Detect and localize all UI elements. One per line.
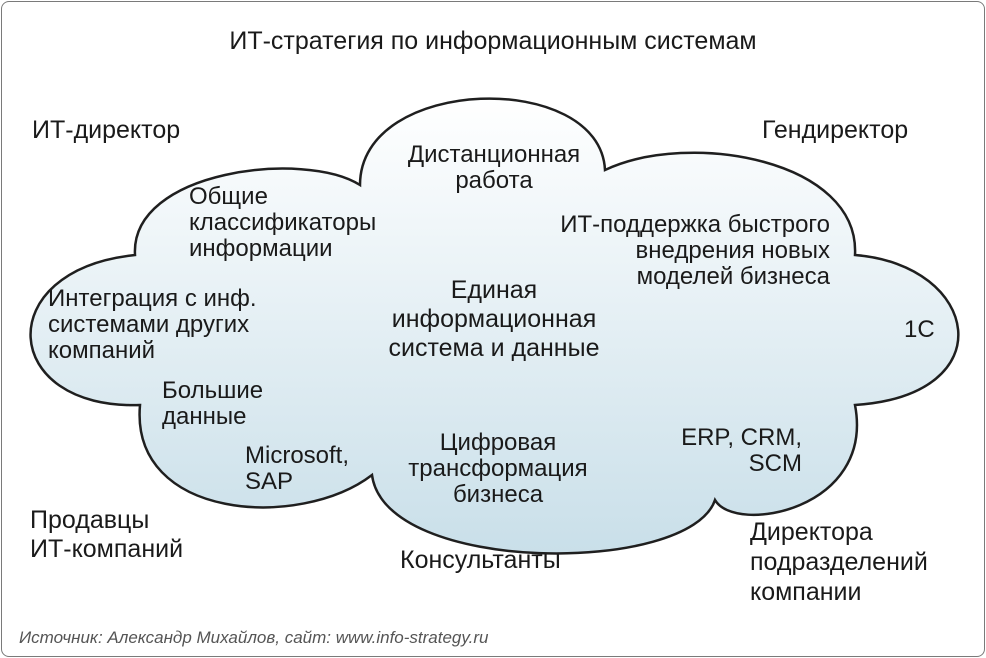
item-integration-line3: компаний: [48, 337, 156, 364]
item-classifiers: Общие классификаторы информации: [189, 184, 376, 262]
item-it-support: ИТ-поддержка быстрого внедрения новых мо…: [480, 212, 830, 290]
item-unified-system: Единая информационная система и данные: [352, 276, 636, 363]
item-it-support-line2: внедрения новых: [635, 237, 830, 264]
label-division-heads-line3: компании: [750, 578, 862, 606]
source-caption: Источник: Александр Михайлов, сайт: www.…: [19, 628, 489, 647]
item-erp-crm-scm-line1: ERP, CRM,: [681, 424, 802, 451]
item-digital-transformation-line2: трансформация: [408, 455, 588, 482]
label-vendors: Продавцы ИТ-компаний: [30, 506, 183, 564]
label-it-director: ИТ-директор: [32, 116, 181, 144]
item-integration-line1: Интеграция с инф.: [48, 285, 257, 312]
item-big-data-line1: Большие: [162, 377, 264, 404]
label-division-heads-line2: подразделений: [750, 548, 928, 576]
item-classifiers-line1: Общие: [189, 183, 268, 210]
item-big-data-line2: данные: [162, 403, 247, 430]
item-classifiers-line2: классификаторы: [189, 209, 377, 236]
item-remote-work-line2: работа: [455, 167, 533, 194]
item-digital-transformation: Цифровая трансформация бизнеса: [382, 430, 614, 508]
item-1c: 1С: [904, 316, 935, 343]
item-integration: Интеграция с инф. системами других компа…: [48, 286, 257, 364]
label-vendors-line2: ИТ-компаний: [30, 535, 184, 563]
label-vendors-line1: Продавцы: [30, 506, 150, 534]
item-big-data: Большие данные: [162, 378, 263, 430]
item-remote-work: Дистанционная работа: [384, 142, 604, 194]
item-unified-system-line2: информационная: [391, 305, 597, 333]
diagram-title: ИТ-стратегия по информационным системам: [229, 27, 757, 55]
item-it-support-line1: ИТ-поддержка быстрого: [560, 211, 830, 238]
item-erp-crm-scm-line2: SCM: [748, 450, 802, 477]
item-classifiers-line3: информации: [189, 235, 333, 262]
item-remote-work-line1: Дистанционная: [407, 141, 581, 168]
item-microsoft-sap-line1: Microsoft,: [245, 442, 350, 469]
item-erp-crm-scm: ERP, CRM, SCM: [640, 425, 802, 477]
label-division-heads-line1: Директора: [750, 518, 873, 546]
item-digital-transformation-line3: бизнеса: [452, 481, 544, 508]
item-integration-line2: системами других: [48, 311, 250, 338]
item-microsoft-sap-line2: SAP: [245, 468, 294, 495]
item-digital-transformation-line1: Цифровая: [439, 429, 557, 456]
label-division-heads: Директора подразделений компании: [750, 517, 928, 607]
item-unified-system-line3: система и данные: [388, 334, 600, 362]
label-gendirector: Гендиректор: [762, 116, 909, 144]
item-microsoft-sap: Microsoft, SAP: [245, 443, 349, 495]
item-it-support-line3: моделей бизнеса: [636, 263, 830, 290]
label-consultants: Консультанты: [400, 546, 561, 574]
item-unified-system-line1: Единая: [450, 276, 538, 304]
